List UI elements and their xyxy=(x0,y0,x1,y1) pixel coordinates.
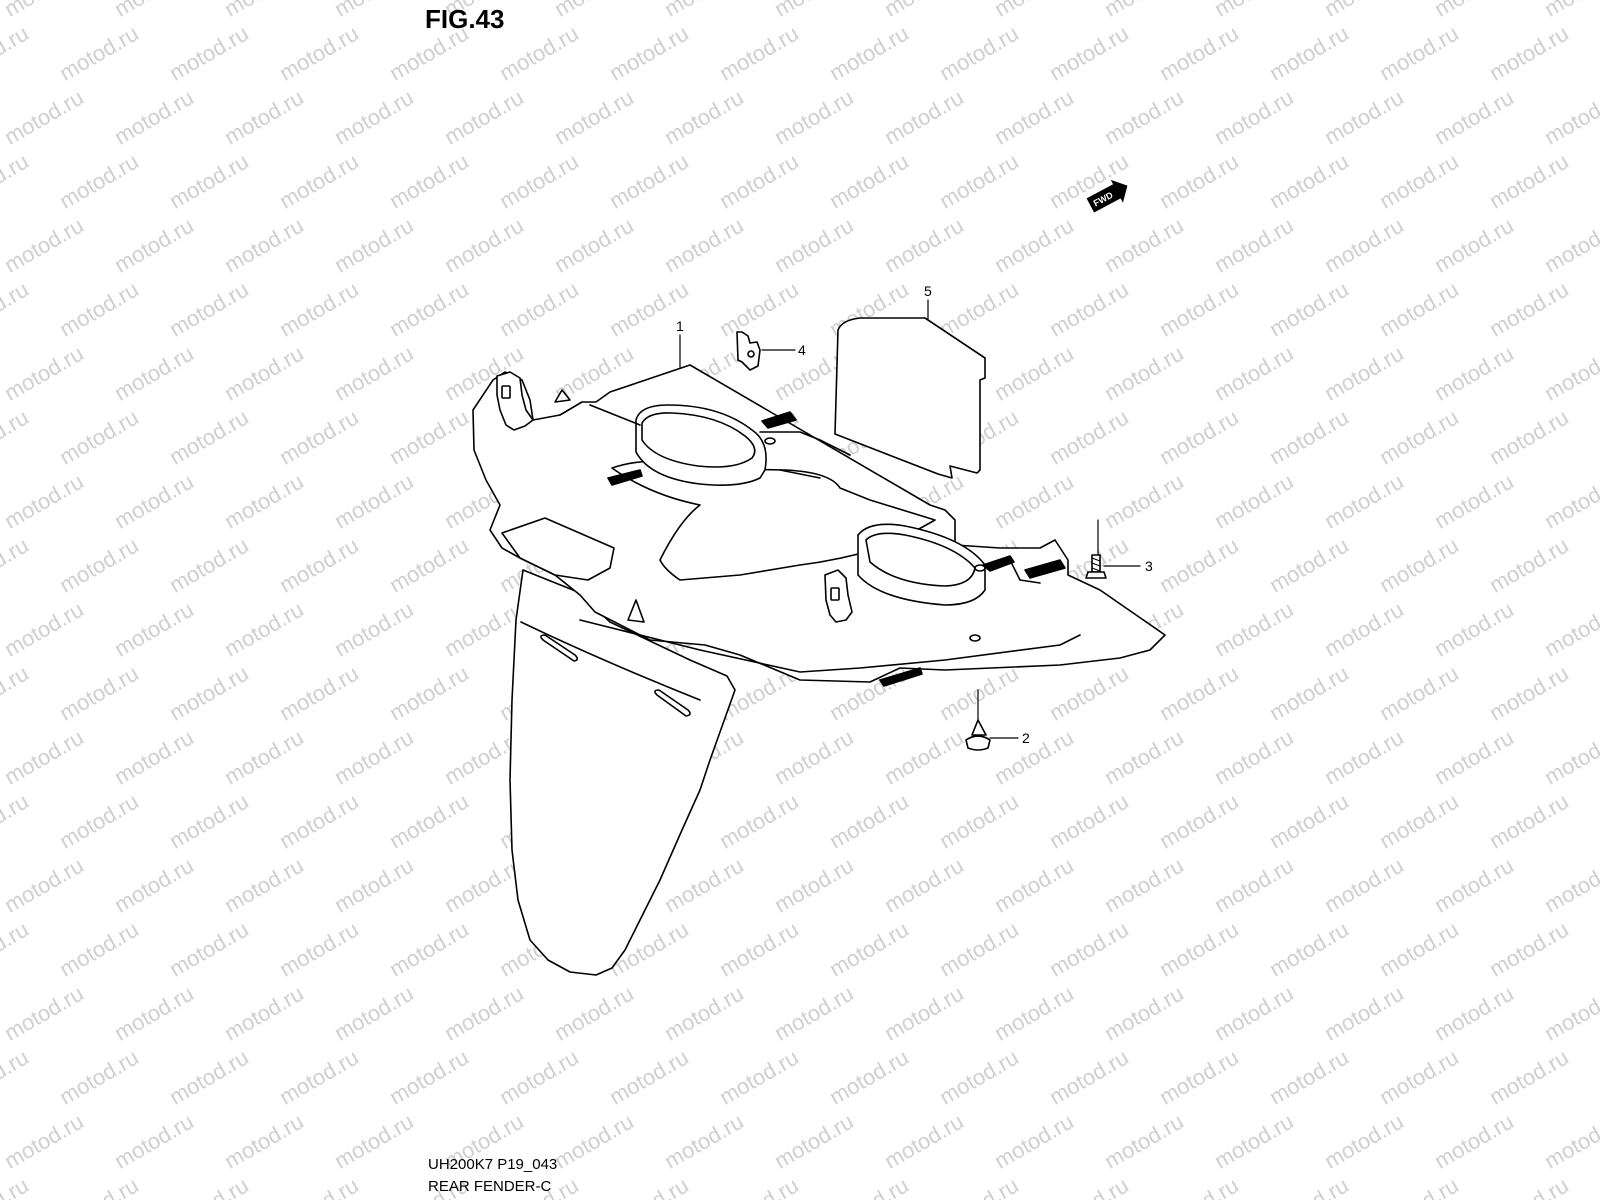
callout-2: 2 xyxy=(1022,730,1030,746)
part-2-push-rivet xyxy=(965,719,991,751)
figure-name: REAR FENDER-C xyxy=(428,1178,552,1195)
part-1-mudguard-flap xyxy=(509,569,736,976)
part-5-shield-plate xyxy=(834,317,986,479)
callout-1: 1 xyxy=(676,318,684,334)
figure-title: FIG.43 xyxy=(425,4,505,34)
fwd-arrow-icon: FWD xyxy=(1086,179,1128,213)
figure-code: UH200K7 P19_043 xyxy=(428,1156,558,1173)
part-1-fender-body xyxy=(472,364,1166,687)
part-3-screw xyxy=(1085,554,1107,579)
callout-5: 5 xyxy=(924,283,932,299)
part-4-clip-nut xyxy=(736,331,761,371)
leader-lines xyxy=(679,299,1141,739)
callout-4: 4 xyxy=(798,342,806,358)
callout-3: 3 xyxy=(1145,558,1153,574)
